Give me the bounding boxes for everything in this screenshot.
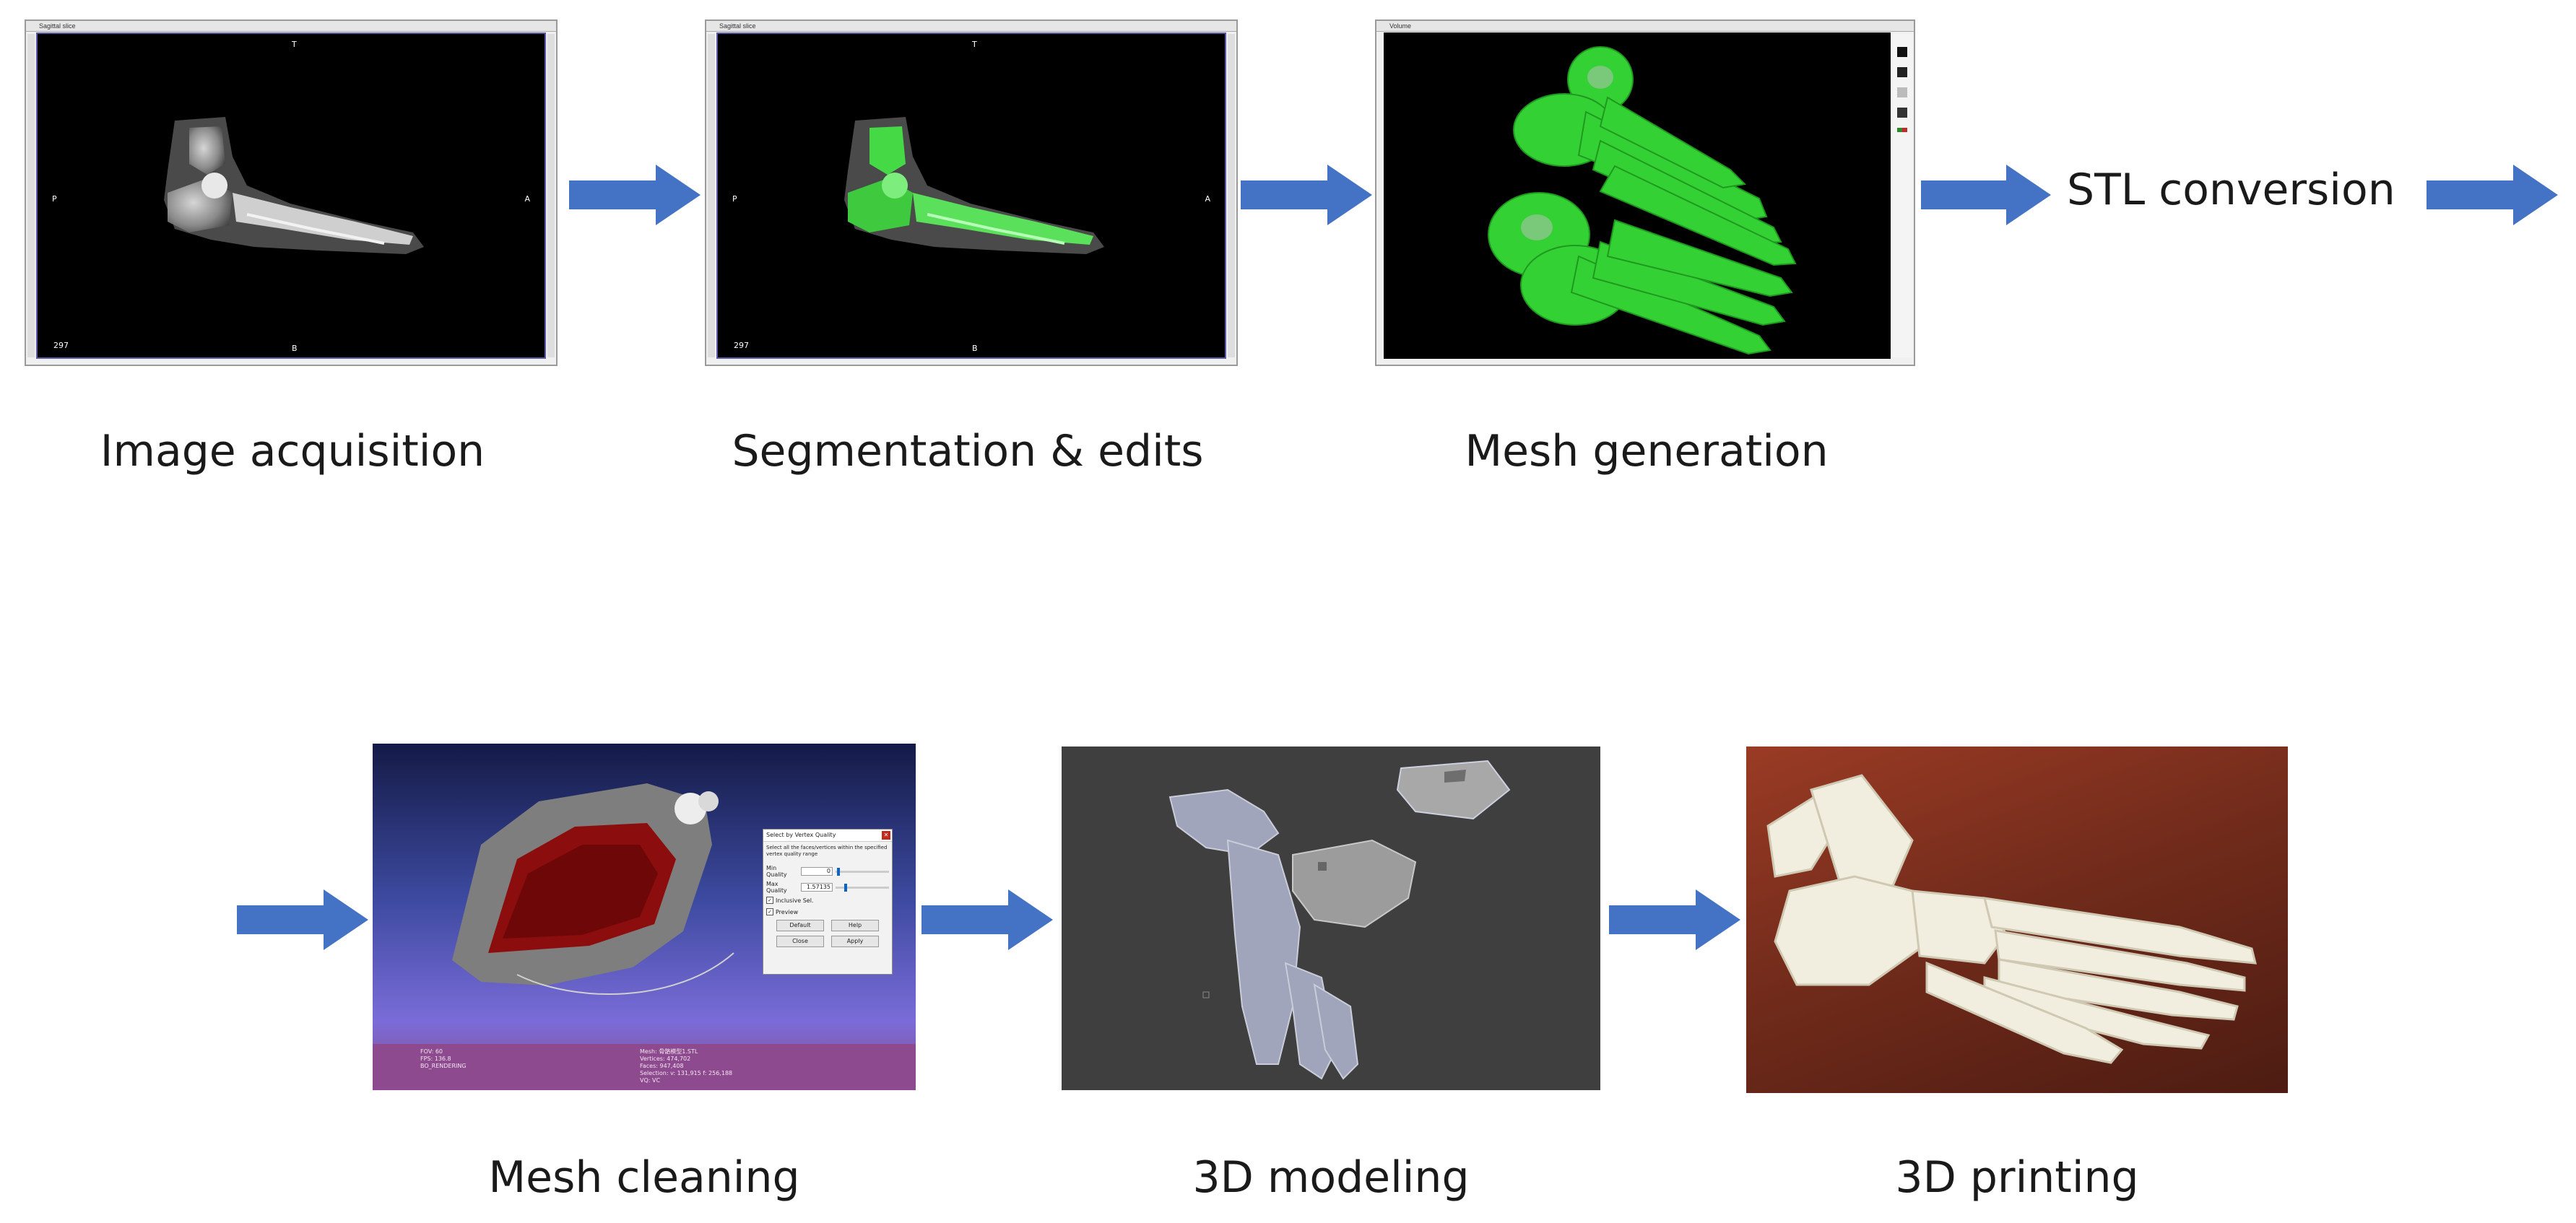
step-label-segmentation: Segmentation & edits <box>732 426 1204 476</box>
mesh-cleaning-view: Select by Vertex Quality ✕ Select all th… <box>373 744 916 1090</box>
vertex-quality-dialog: Select by Vertex Quality ✕ Select all th… <box>763 829 893 975</box>
arrow-right <box>237 889 368 950</box>
arrow-right <box>2427 165 2558 225</box>
status-rendering: BO_RENDERING <box>420 1063 467 1069</box>
help-button[interactable]: Help <box>831 920 879 931</box>
min-quality-label: Min Quality <box>766 865 787 878</box>
min-quality-slider[interactable] <box>836 867 889 876</box>
dialog-title: Select by Vertex Quality <box>766 832 836 838</box>
toolbar-button[interactable] <box>1897 87 1907 97</box>
segmented-foot-image <box>844 117 1104 254</box>
arrow-right <box>1241 165 1372 225</box>
inclusive-label: Inclusive Sel. <box>776 897 814 904</box>
orientation-right: A <box>524 194 530 204</box>
segmentation-window: Sagittal slice T B P A 297 <box>705 19 1238 366</box>
scrollbar[interactable] <box>547 34 555 357</box>
apply-button[interactable]: Apply <box>831 936 879 947</box>
preview-checkbox[interactable]: ✓ <box>766 908 773 915</box>
orientation-bottom: B <box>972 344 978 353</box>
scrollbar[interactable] <box>1228 34 1235 357</box>
toolbar-button[interactable] <box>1897 67 1907 77</box>
status-mesh: Mesh: 骨骼模型1.STL <box>640 1048 698 1055</box>
volume-window: Volume <box>1375 19 1915 366</box>
segmentation-view: T B P A 297 <box>716 32 1226 359</box>
toolbar-button[interactable] <box>1897 47 1907 57</box>
min-quality-input[interactable]: 0 <box>801 867 833 876</box>
dialog-title-bar: Select by Vertex Quality ✕ <box>763 830 892 842</box>
status-vertices: Vertices: 474,702 <box>640 1056 691 1062</box>
window-title: Sagittal slice <box>26 21 556 32</box>
step-label-mesh-cleaning: Mesh cleaning <box>488 1152 800 1203</box>
green-foot-mesh <box>1488 46 1797 355</box>
render-info: FOV: 60 FPS: 136.8 BO_RENDERING <box>420 1048 467 1070</box>
status-faces: Faces: 947,408 <box>640 1063 684 1069</box>
axis-indicator-icon <box>1897 128 1907 132</box>
max-quality-slider[interactable] <box>836 883 889 892</box>
translucent-foot-model <box>1168 760 1511 1080</box>
ct-viewer-window: Sagittal slice T B P A 297 <box>25 19 558 366</box>
modeling-viewport <box>1062 747 1600 1090</box>
step-label-3d-modeling: 3D modeling <box>1192 1152 1470 1203</box>
scrollbar[interactable] <box>708 34 715 357</box>
arrow-right <box>569 165 701 225</box>
printed-foot-photo <box>1746 747 2288 1093</box>
step-label-mesh-generation: Mesh generation <box>1465 426 1829 476</box>
default-button[interactable]: Default <box>776 920 824 931</box>
slice-number: 297 <box>734 341 749 350</box>
toolbar-button[interactable] <box>1897 108 1907 118</box>
status-vq: VQ: VC <box>640 1077 661 1084</box>
orientation-top: T <box>972 40 977 49</box>
orientation-left: P <box>52 194 57 204</box>
bone-mesh-model <box>452 783 734 996</box>
inclusive-checkbox[interactable]: ✓ <box>766 897 773 904</box>
max-quality-input[interactable]: 1.57135 <box>801 883 833 892</box>
window-title: Volume <box>1376 21 1914 32</box>
step-label-image-acquisition: Image acquisition <box>100 426 485 476</box>
slice-number: 297 <box>53 341 69 350</box>
status-fps: FPS: 136.8 <box>420 1056 451 1062</box>
orientation-right: A <box>1205 194 1210 204</box>
dialog-close-button[interactable]: Close <box>776 936 824 947</box>
ct-foot-image <box>164 117 424 254</box>
max-quality-label: Max Quality <box>766 881 787 894</box>
mesh-info: Mesh: 骨骼模型1.STL Vertices: 474,702 Faces:… <box>640 1048 732 1084</box>
status-fov: FOV: 60 <box>420 1048 443 1055</box>
orientation-bottom: B <box>292 344 298 353</box>
ct-slice-view: T B P A 297 <box>36 32 546 359</box>
volume-render-view <box>1384 32 1891 359</box>
preview-label: Preview <box>776 908 799 915</box>
step-label-3d-printing: 3D printing <box>1895 1152 2139 1203</box>
step-label-stl-conversion: STL conversion <box>2067 165 2395 215</box>
window-title: Sagittal slice <box>706 21 1236 32</box>
arrow-right <box>1609 889 1740 950</box>
mesh-status-bar: FOV: 60 FPS: 136.8 BO_RENDERING Mesh: 骨骼… <box>373 1044 916 1090</box>
orientation-left: P <box>732 194 737 204</box>
scrollbar[interactable] <box>27 34 35 357</box>
arrow-right <box>921 889 1053 950</box>
close-icon[interactable]: ✕ <box>882 831 890 840</box>
arrow-right <box>1921 165 2051 225</box>
volume-toolbar <box>1892 34 1912 357</box>
status-selection: Selection: v: 131,915 f: 256,188 <box>640 1070 733 1076</box>
dialog-description: Select all the faces/vertices within the… <box>766 845 888 857</box>
printed-foot-model <box>1766 774 2257 1064</box>
orientation-top: T <box>292 40 297 49</box>
